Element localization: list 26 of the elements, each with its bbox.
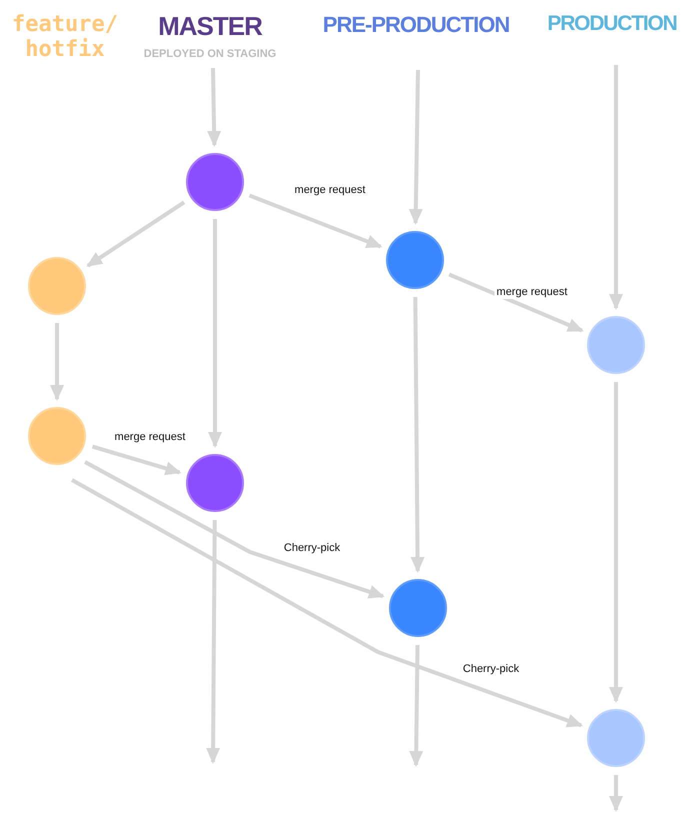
arrow [409,644,424,767]
arrow [408,70,423,225]
arrow [71,478,584,728]
arrow [410,296,425,573]
arrow [86,200,186,268]
edge-label: merge request [112,430,188,444]
column-heading: MASTER [157,12,264,42]
column-heading: feature/ hotfix [11,12,119,63]
arrow [92,444,182,476]
arrow [206,520,220,764]
column-heading: PRODUCTION [546,12,678,36]
arrow [609,775,623,812]
edge-label: merge request [292,183,368,197]
arrow [248,194,382,248]
arrow [448,272,584,332]
edge-label: Cherry-pick [282,541,342,555]
arrow [609,382,623,703]
column-heading: PRE-PRODUCTION [322,12,510,38]
edge-label: Cherry-pick [460,662,522,676]
arrow [50,323,64,401]
arrow [208,219,222,448]
arrow [84,460,385,599]
edge-label: merge request [494,285,570,299]
arrow [207,68,222,147]
arrow [609,65,623,310]
column-subtitle: DEPLOYED ON STAGING [142,48,278,61]
